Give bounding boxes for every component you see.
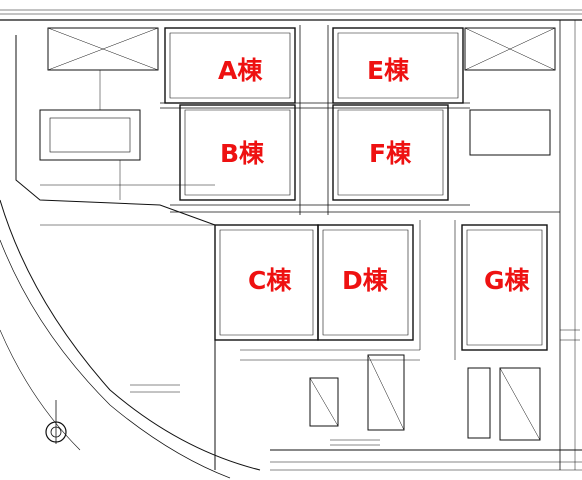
parking-bay — [49, 117, 131, 153]
building-label-g: G棟 — [484, 266, 530, 295]
storage-bay — [467, 367, 491, 439]
storage-bay-diagonal — [309, 377, 339, 427]
parking-bay-diagonal — [47, 27, 159, 71]
dimension-line — [240, 349, 420, 361]
building-label-d: D棟 — [342, 266, 388, 295]
building-outline-f — [332, 104, 449, 201]
storage-bay-diagonal — [499, 367, 541, 441]
building-wall-d — [322, 229, 409, 336]
parking-bay — [469, 109, 551, 156]
parking-bay — [47, 27, 159, 71]
building-wall-g — [466, 229, 543, 346]
road-curve — [0, 329, 81, 451]
building-label-a: A棟 — [218, 56, 263, 85]
storage-bay — [309, 377, 339, 427]
storage-bay — [499, 367, 541, 441]
dimension-line — [99, 70, 121, 200]
annotation-line — [560, 329, 580, 341]
walkway — [299, 25, 329, 215]
parking-bay-diagonal — [464, 27, 556, 71]
building-outline-g — [461, 224, 548, 351]
building-outline-b — [179, 104, 296, 201]
building-label-f: F棟 — [369, 139, 412, 168]
annotation-line — [330, 439, 380, 446]
annotation-line — [130, 384, 180, 393]
parking-bay — [39, 109, 141, 161]
building-label-c: C棟 — [248, 266, 292, 295]
road-curve — [0, 199, 261, 471]
parking-bay — [464, 27, 556, 71]
walkway — [170, 204, 560, 213]
road-curve — [0, 239, 231, 479]
dimension-line — [40, 184, 215, 226]
walkway — [160, 102, 470, 109]
walkway — [419, 220, 456, 360]
building-wall-f — [337, 109, 444, 196]
site-boundary — [15, 35, 216, 470]
building-wall-c — [219, 229, 314, 336]
building-label-b: B棟 — [220, 139, 265, 168]
building-wall-e — [337, 32, 459, 99]
building-wall-a — [169, 32, 291, 99]
building-outline-d — [317, 224, 414, 341]
compass-symbol — [45, 400, 67, 444]
storage-bay-diagonal — [367, 354, 405, 431]
storage-bay — [367, 354, 405, 431]
building-wall-b — [184, 109, 291, 196]
building-label-e: E棟 — [367, 56, 410, 85]
